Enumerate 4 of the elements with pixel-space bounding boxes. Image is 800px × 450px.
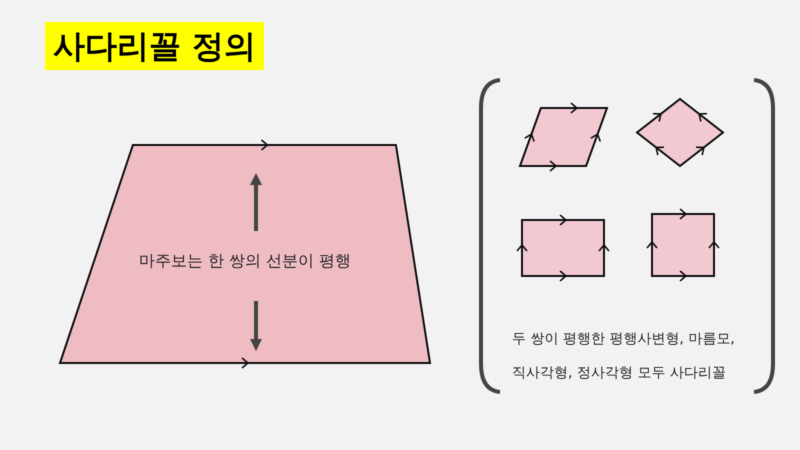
rhombus-shape (637, 99, 723, 166)
definition-text: 마주보는 한 쌍의 선분이 평행 (138, 250, 352, 272)
note-text: 두 쌍이 평행한 평행사변형, 마름모, 직사각형, 정사각형 모두 사다리꼴 (512, 330, 736, 383)
title: 사다리꼴 정의 (45, 22, 264, 70)
